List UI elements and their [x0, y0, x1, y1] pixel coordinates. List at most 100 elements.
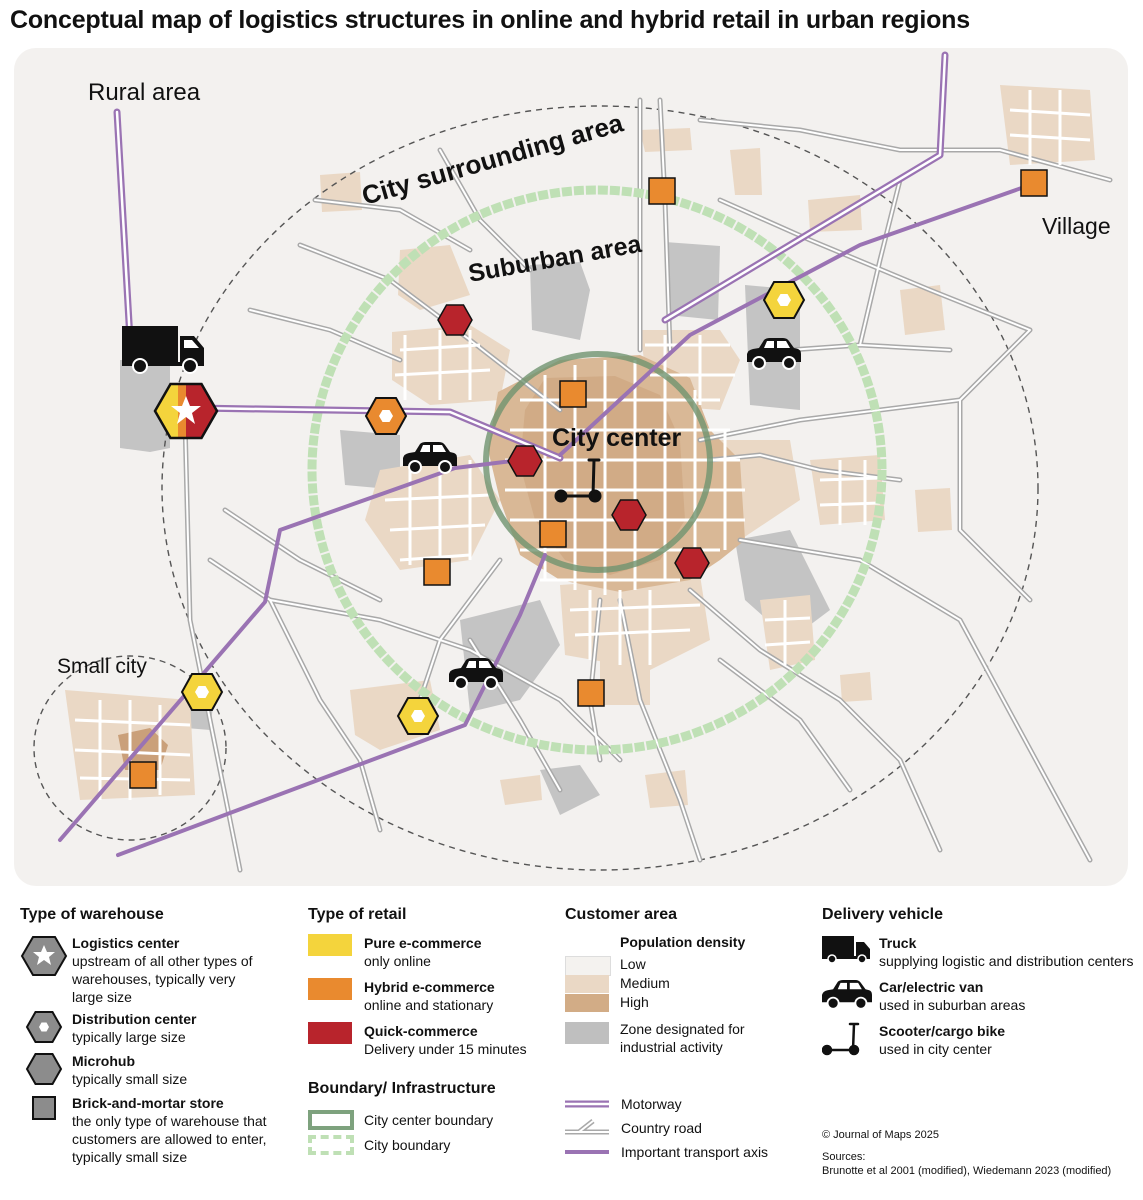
legend-item-scooter: Scooter/cargo bike used in city center	[822, 1022, 1137, 1060]
label-small-city: Small city	[57, 655, 147, 678]
motorway-icon	[565, 1100, 609, 1108]
hybrid-ecommerce-swatch	[308, 978, 352, 1000]
store-marker[interactable]	[648, 177, 676, 205]
density-high-label: High	[620, 994, 649, 1010]
distribution-center-marker[interactable]	[364, 397, 408, 435]
label-village: Village	[1042, 213, 1111, 239]
legend-heading: Boundary/ Infrastructure	[308, 1080, 496, 1097]
legend-label: Microhub	[72, 1053, 135, 1069]
density-high-swatch	[565, 994, 609, 1012]
store-marker[interactable]	[129, 761, 157, 789]
legend-heading: Type of warehouse	[20, 906, 164, 923]
legend-heading: Delivery vehicle	[822, 906, 943, 923]
legend-desc: supplying logistic and distribution cent…	[879, 953, 1134, 969]
country-road-icon	[565, 1119, 609, 1135]
legend-item-car: Car/electric van used in suburban areas	[822, 978, 1137, 1016]
small-city-boundary	[33, 655, 227, 841]
map[interactable]: Rural area City surrounding area Suburba…	[0, 42, 1143, 892]
pure-ecommerce-swatch	[308, 934, 352, 956]
legend-item-transport-axis: Important transport axis	[565, 1142, 805, 1162]
microhub-marker[interactable]	[674, 547, 710, 579]
label-rural-area: Rural area	[88, 79, 201, 106]
legend-label: Hybrid e-commerce	[364, 979, 495, 995]
legend-label: Brick-and-mortar store	[72, 1095, 224, 1111]
legend-label: City boundary	[364, 1137, 451, 1153]
legend-item-city-boundary: City boundary	[308, 1135, 548, 1155]
quick-commerce-swatch	[308, 1022, 352, 1044]
legend-desc: online and stationary	[364, 997, 494, 1013]
store-markers[interactable]	[129, 169, 1048, 789]
legend-item-pure-ecommerce: Pure e-commerce only online	[308, 934, 548, 972]
store-marker[interactable]	[539, 520, 567, 548]
legend-label: City center boundary	[364, 1112, 494, 1128]
page-title: Conceptual map of logistics structures i…	[10, 6, 970, 34]
legend-item-motorway: Motorway	[565, 1094, 805, 1114]
legend-label: Country road	[621, 1120, 702, 1136]
legend-retail: Type of retail Pure e-commerce only onli…	[308, 906, 548, 1155]
legend-label: Motorway	[621, 1096, 682, 1112]
distribution-center-marker[interactable]	[762, 281, 806, 319]
legend-desc: Delivery under 15 minutes	[364, 1041, 527, 1057]
truck-icon[interactable]	[122, 326, 204, 374]
legend-label: Zone designated for industrial activity	[620, 1021, 745, 1055]
car-icon	[822, 979, 872, 1008]
legend-desc: the only type of warehouse that customer…	[72, 1113, 267, 1165]
industrial-swatch	[565, 1022, 609, 1044]
legend-label: Important transport axis	[621, 1144, 769, 1160]
city-surrounding-boundary	[161, 105, 1039, 871]
credits: © Journal of Maps 2025 Sources: Brunotte…	[822, 1128, 1111, 1178]
store-marker[interactable]	[577, 679, 605, 707]
legend-heading: Customer area	[565, 906, 678, 923]
motorways	[113, 51, 949, 462]
store-marker[interactable]	[423, 558, 451, 586]
legend-item-quick-commerce: Quick-commerce Delivery under 15 minutes	[308, 1022, 548, 1060]
city-boundary-swatch	[308, 1135, 354, 1155]
legend-heading: Type of retail	[308, 906, 407, 923]
copyright: © Journal of Maps 2025	[822, 1129, 939, 1141]
legend-label: Distribution center	[72, 1011, 197, 1027]
legend-desc: typically small size	[72, 1071, 188, 1087]
legend-desc: typically large size	[72, 1029, 186, 1045]
scooter-icon[interactable]	[554, 458, 602, 503]
microhub-markers[interactable]	[437, 304, 710, 579]
distribution-center-icon	[25, 1011, 63, 1043]
microhub-marker[interactable]	[507, 445, 543, 477]
microhub-icon	[25, 1053, 63, 1085]
logistics-center-marker[interactable]	[153, 382, 219, 440]
store-marker[interactable]	[559, 380, 587, 408]
density-scale: Low Medium High	[565, 954, 805, 1014]
legend-vehicle: Delivery vehicle Truck supplying logisti…	[822, 906, 1137, 1066]
distribution-center-marker[interactable]	[180, 673, 224, 711]
legend-label: Pure e-commerce	[364, 935, 482, 951]
legend-label: Logistics center	[72, 935, 180, 951]
legend-desc: only online	[364, 953, 431, 969]
density-low-swatch	[565, 956, 611, 976]
legend-customer-area: Customer area Population density Low Med…	[565, 906, 805, 1162]
distribution-center-marker[interactable]	[396, 697, 440, 735]
brick-and-mortar-icon	[32, 1096, 56, 1120]
legend-item-microhub: Microhub typically small size	[20, 1052, 270, 1088]
legend-label: Scooter/cargo bike	[879, 1023, 1006, 1039]
label-city-center: City center	[552, 424, 681, 452]
legend-item-truck: Truck supplying logistic and distributio…	[822, 934, 1137, 972]
legend-item-industrial: Zone designated for industrial activity	[565, 1020, 760, 1056]
transport-axis-icon	[565, 1150, 609, 1154]
legend-item-logistics-center: Logistics center upstream of all other t…	[20, 934, 270, 1005]
sources: Brunotte et al 2001 (modified), Wiedeman…	[822, 1165, 1112, 1177]
legend-label: Quick-commerce	[364, 1023, 478, 1039]
population-density-heading: Population density	[620, 934, 746, 950]
microhub-marker[interactable]	[611, 499, 647, 531]
legend-item-country-road: Country road	[565, 1118, 805, 1138]
legend-desc: used in suburban areas	[879, 997, 1026, 1013]
microhub-marker[interactable]	[437, 304, 473, 336]
legend-label: Truck	[879, 935, 917, 951]
city-center-boundary	[483, 351, 713, 573]
logistics-center-icon	[20, 936, 68, 976]
legend-label: Car/electric van	[879, 979, 984, 995]
city-boundary	[307, 185, 887, 755]
density-medium-label: Medium	[620, 975, 670, 991]
legend-item-city-center-boundary: City center boundary	[308, 1110, 548, 1130]
legend-warehouse: Type of warehouse Logistics center upstr…	[20, 906, 270, 1172]
store-marker[interactable]	[1020, 169, 1048, 197]
sources-label: Sources:	[822, 1151, 866, 1163]
